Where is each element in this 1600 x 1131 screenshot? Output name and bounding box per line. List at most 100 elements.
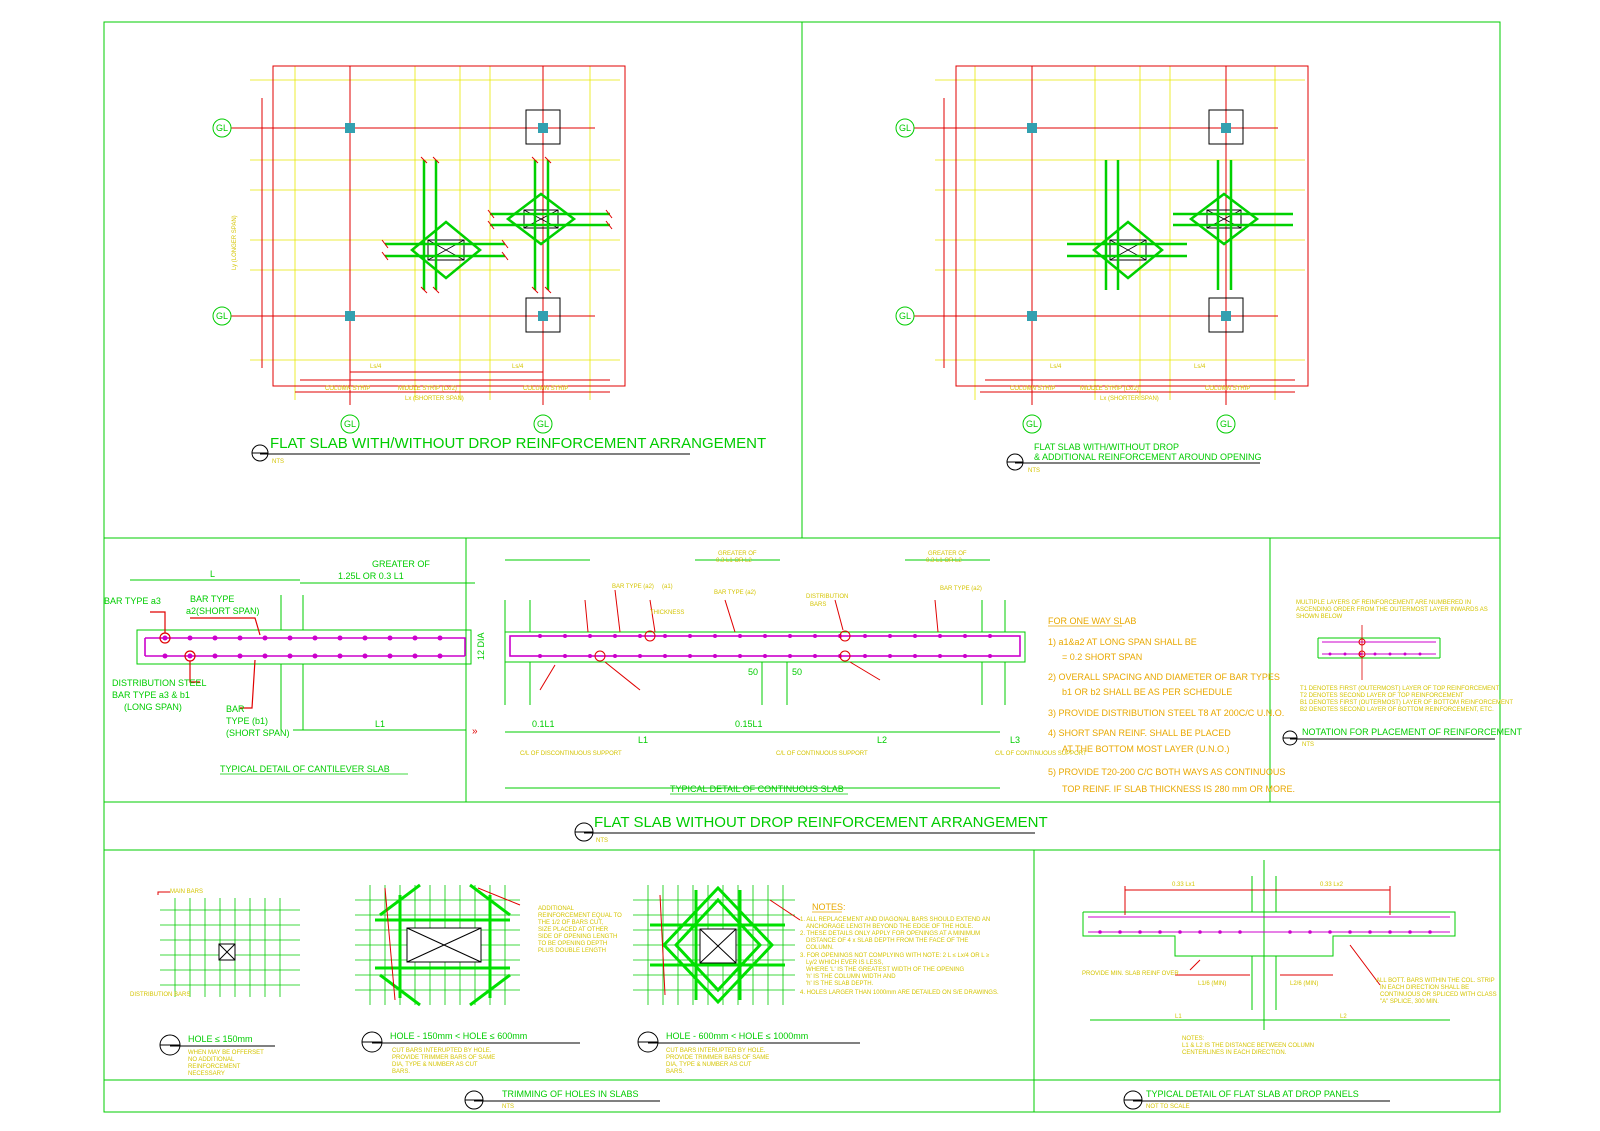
plan-drawing-2: GL GL GL GL COLUMN STRIP MIDDLE STRIP (L…	[895, 65, 1309, 474]
greater-of-label: GREATER OF	[928, 551, 967, 557]
hole3-note: CUT BARS INTERUPTED BY HOLE.	[666, 1048, 766, 1054]
hole2-side-note: THE 1/2 OF BARS CUT,	[538, 920, 603, 926]
thickness-label: THICKNESS	[650, 610, 684, 616]
drop-scale: NOT TO SCALE	[1146, 1104, 1190, 1110]
dist-bar-type-label: BAR TYPE a3 & b1	[112, 690, 190, 700]
long-span-label: (LONG SPAN)	[124, 702, 182, 712]
type-b1-label: TYPE (b1)	[226, 716, 268, 726]
drop-l1: L1	[1175, 1014, 1182, 1020]
hole3-title: HOLE - 600mm < HOLE ≤ 1000mm	[666, 1031, 808, 1041]
gl-label: GL	[1220, 419, 1232, 429]
hole1-note: REINFORCEMENT	[188, 1064, 241, 1070]
hole-note: 4. HOLES LARGER THAN 1000mm ARE DETAILED…	[800, 990, 999, 996]
lx-span-label: Lx (SHORTER SPAN)	[405, 396, 464, 402]
hole-notes-heading: NOTES:	[812, 902, 846, 912]
hole1-note: WHEN MAY BE OFFERSET	[188, 1050, 264, 1056]
cantilever-slab-detail: L GREATER OF 1.25L OR 0.3 L1 BAR TYPE a3…	[104, 559, 486, 775]
notation-intro: MULTIPLE LAYERS OF REINFORCEMENT ARE NUM…	[1296, 600, 1471, 606]
drop-right: L2/6 (MIN)	[1290, 981, 1318, 987]
plan-drawing-1: GL GL GL GL COLUMN STRIP MIDDLE STRIP (L…	[212, 65, 766, 465]
plan1-scale: NTS	[272, 459, 284, 465]
drop-l2: L2	[1340, 1014, 1347, 1020]
plan2-title-line1: FLAT SLAB WITH/WITHOUT DROP	[1034, 442, 1179, 452]
band-title: FLAT SLAB WITHOUT DROP REINFORCEMENT ARR…	[574, 814, 1048, 844]
column-markers	[345, 109, 561, 333]
hole3-note: BARS.	[666, 1069, 684, 1075]
note-line: 5) PROVIDE T20-200 C/C BOTH WAYS AS CONT…	[1048, 767, 1285, 777]
greater-of-label: GREATER OF	[372, 559, 430, 569]
hole3-note: PROVIDE TRIMMER BARS OF SAME	[666, 1055, 769, 1061]
gl-label: GL	[537, 419, 549, 429]
hole-note: COLUMN.	[806, 945, 834, 951]
quarter-dim-label: Ls/4	[1194, 364, 1206, 370]
hole-note: ANCHORAGE LENGTH BEYOND THE EDGE OF THE …	[806, 924, 973, 930]
notation-intro: ASCENDING ORDER FROM THE OUTERMOST LAYER…	[1296, 607, 1488, 613]
hole2-note: DIA, TYPE & NUMBER AS CUT	[392, 1062, 478, 1068]
column-strip-label: COLUMN STRIP	[1205, 386, 1250, 392]
svg-text:»: »	[472, 726, 478, 737]
notation-legend: B1 DENOTES FIRST (OUTERMOST) LAYER OF BO…	[1300, 700, 1513, 706]
continuous-slab-detail: GREATER OF 0.3 L1 OR L2 GREATER OF 0.3 L…	[504, 551, 1087, 795]
hole2-side-note: SIZE PLACED AT OTHER	[538, 927, 609, 933]
trimming-holes-detail: MAIN BARS DISTRIBUTION BARS HOLE ≤ 150mm…	[130, 883, 999, 1110]
dist-bars-label: DISTRIBUTION BARS	[130, 992, 190, 998]
greater-of-value: 0.3 L1 OR L2	[926, 558, 962, 564]
hole-note: 2. THESE DETAILS ONLY APPLY FOR OPENINGS…	[800, 931, 980, 937]
drop-notes: L1 & L2 IS THE DISTANCE BETWEEN COLUMN	[1182, 1043, 1314, 1049]
notation-title: NOTATION FOR PLACEMENT OF REINFORCEMENT	[1302, 727, 1523, 737]
cantilever-dim-L1: L1	[375, 719, 385, 729]
gridline-bubbles	[212, 118, 553, 434]
greater-of-value: 1.25L OR 0.3 L1	[338, 571, 404, 581]
provide-note: PROVIDE MIN. SLAB REINF OVER	[1082, 971, 1179, 977]
bar-type-a2-label: BAR TYPE (a2)	[714, 590, 756, 596]
bar-type-a2-label: a2(SHORT SPAN)	[186, 606, 260, 616]
dia-label: 12 DIA	[476, 632, 486, 660]
dim-50: 50	[792, 667, 802, 677]
bars-label: BARS	[810, 602, 826, 608]
drop-right-note: ALL BOTT. BARS WITHIN THE COL. STRIP	[1376, 978, 1495, 984]
column-strip-label: COLUMN STRIP	[1010, 386, 1055, 392]
hole2-note: PROVIDE TRIMMER BARS OF SAME	[392, 1055, 495, 1061]
drop-right-note: "A" SPLICE, 300 MIN.	[1380, 999, 1439, 1005]
ly-span-label: Ly (LONGER SPAN)	[232, 215, 238, 270]
notes-heading: FOR ONE WAY SLAB	[1048, 616, 1136, 626]
drop-dim-right: 0.33 Lx2	[1320, 882, 1344, 888]
hole2-side-note: ADDITIONAL	[538, 906, 575, 912]
greater-of-value: 0.3 L1 OR L2	[716, 558, 752, 564]
dim-L1: L1	[638, 735, 648, 745]
cantilever-title: TYPICAL DETAIL OF CANTILEVER SLAB	[220, 764, 390, 774]
bar-type-a2-label: BAR TYPE (a2)	[940, 586, 982, 592]
support-label: C/L OF CONTINUOUS SUPPORT	[776, 751, 868, 757]
notation-detail: MULTIPLE LAYERS OF REINFORCEMENT ARE NUM…	[1282, 600, 1523, 748]
hole2-note: CUT BARS INTERUPTED BY HOLE.	[392, 1048, 492, 1054]
plan1-title: FLAT SLAB WITH/WITHOUT DROP REINFORCEMEN…	[270, 435, 766, 452]
notation-legend: B2 DENOTES SECOND LAYER OF BOTTOM REINFO…	[1300, 707, 1494, 713]
note-line: b1 OR b2 SHALL BE AS PER SCHEDULE	[1062, 687, 1232, 697]
notation-intro: SHOWN BELOW	[1296, 614, 1343, 620]
middle-strip-label: MIDDLE STRIP (Lx/2)	[1080, 386, 1139, 392]
hole-note: DISTANCE OF 4 x SLAB DEPTH FROM THE FACE…	[806, 938, 968, 944]
holes-title: TRIMMING OF HOLES IN SLABS	[502, 1089, 639, 1099]
bar-type-label: BAR TYPE	[190, 594, 234, 604]
dim-50: 50	[748, 667, 758, 677]
bar-type-a2-label: BAR TYPE (a2)	[612, 584, 654, 590]
hole2-side-note: SIDE OF OPENING LENGTH	[538, 934, 617, 940]
hole2-side-note: TO BE OPENING DEPTH	[538, 941, 607, 947]
short-span-label: (SHORT SPAN)	[226, 728, 290, 738]
cantilever-dim-L: L	[210, 569, 215, 579]
greater-of-label: GREATER OF	[718, 551, 757, 557]
band-scale: NTS	[596, 838, 608, 844]
drop-title: TYPICAL DETAIL OF FLAT SLAB AT DROP PANE…	[1146, 1089, 1359, 1099]
bar-type-a3-label: BAR TYPE a3	[104, 596, 161, 606]
continuous-title: TYPICAL DETAIL OF CONTINUOUS SLAB	[670, 784, 844, 794]
distribution-steel-label: DISTRIBUTION STEEL	[112, 678, 207, 688]
dim-01L1: 0.1L1	[532, 719, 555, 729]
notation-legend: T1 DENOTES FIRST (OUTERMOST) LAYER OF TO…	[1300, 686, 1499, 692]
drop-right-note: CONTINUOUS OR SPLICED WITH CLASS	[1380, 992, 1497, 998]
notation-legend: T2 DENOTES SECOND LAYER OF TOP REINFORCE…	[1300, 693, 1464, 699]
note-line: AT THE BOTTOM MOST LAYER (U.N.O.)	[1062, 744, 1230, 754]
quarter-dim-label: Ls/4	[1050, 364, 1062, 370]
note-line: 3) PROVIDE DISTRIBUTION STEEL T8 AT 200C…	[1048, 708, 1284, 718]
drop-notes: NOTES:	[1182, 1036, 1205, 1042]
